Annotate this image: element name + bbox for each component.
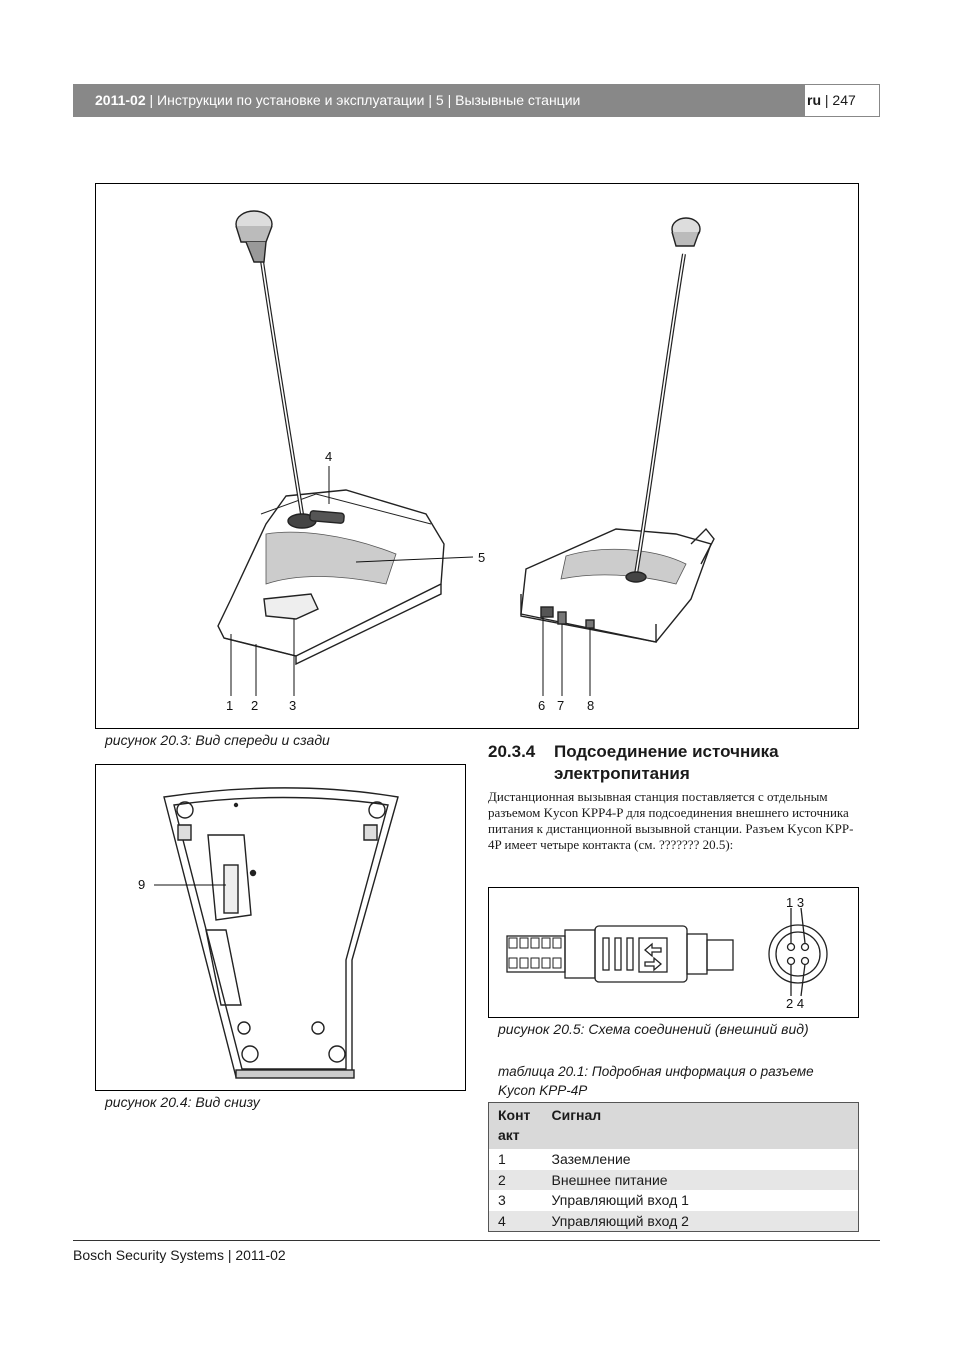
header-signal: Сигнал <box>542 1102 859 1149</box>
header-lang: ru <box>807 92 821 108</box>
section-body: Дистанционная вызывная станция поставляе… <box>488 789 854 852</box>
table-row: 1 Заземление <box>489 1149 859 1170</box>
pin-labels-top: 1 3 <box>786 895 804 910</box>
callout-2: 2 <box>251 698 258 713</box>
table-row: 2 Внешнее питание <box>488 1169 859 1190</box>
section-title-line1: Подсоединение источника <box>554 742 779 761</box>
callout-4: 4 <box>325 449 332 464</box>
figure3-caption: рисунок 20.5: Схема соединений (внешний … <box>498 1021 809 1037</box>
cell-signal: Внешнее питание <box>542 1169 859 1190</box>
figure1-caption: рисунок 20.3: Вид спереди и сзади <box>105 732 330 748</box>
footer-divider <box>73 1240 880 1241</box>
section-number: 20.3.4 <box>488 742 536 761</box>
header-date: 2011-02 <box>95 92 146 108</box>
header-page-box: ru | 247 <box>804 84 880 117</box>
cell-contact: 2 <box>488 1169 543 1190</box>
figure-front-back: 1 2 3 4 5 6 7 8 <box>95 183 859 729</box>
callout-8: 8 <box>587 698 594 713</box>
table-caption-line2: Kycon KPP-4P <box>498 1083 588 1098</box>
cell-signal: Заземление <box>551 1151 631 1167</box>
table-header-row: Конт акт Сигнал <box>488 1102 859 1149</box>
figure-bottom-view: 9 <box>95 764 466 1091</box>
table-caption-line1: таблица 20.1: Подробная информация о раз… <box>498 1064 814 1079</box>
callout-7: 7 <box>557 698 564 713</box>
cell-signal: Управляющий вход 1 <box>551 1192 689 1208</box>
table-row: 3 Управляющий вход 1 <box>489 1190 859 1211</box>
callout-1: 1 <box>226 698 233 713</box>
header-contact: Конт акт <box>488 1102 543 1149</box>
cell-contact: 3 <box>498 1192 506 1208</box>
header-title: 2011-02 | Инструкции по установке и эксп… <box>73 84 804 117</box>
cell-contact: 1 <box>498 1151 506 1167</box>
connector-drawing: 1 3 2 4 <box>506 895 828 1011</box>
figure2-caption: рисунок 20.4: Вид снизу <box>105 1094 260 1110</box>
callout-9: 9 <box>138 877 145 892</box>
figure-connector: 1 3 2 4 <box>488 887 859 1018</box>
table-row: 4 Управляющий вход 2 <box>488 1210 859 1232</box>
device-bottom-drawing: 9 <box>138 787 399 1079</box>
callout-6: 6 <box>538 698 545 713</box>
header-page-number: | 247 <box>821 92 856 108</box>
cell-signal: Управляющий вход 2 <box>542 1210 859 1232</box>
header-rest: | Инструкции по установке и эксплуатации… <box>145 92 581 108</box>
section-heading: 20.3.4 Подсоединение источника электропит… <box>488 741 779 785</box>
cell-contact: 4 <box>488 1210 543 1232</box>
section-title-line2: электропитания <box>554 764 690 783</box>
pin-labels-bottom: 2 4 <box>786 996 804 1011</box>
page-header: 2011-02 | Инструкции по установке и эксп… <box>73 84 880 117</box>
footer-text: Bosch Security Systems | 2011-02 <box>73 1247 286 1263</box>
callout-5: 5 <box>478 550 485 565</box>
device-front-back-drawing: 1 2 3 4 5 6 7 8 <box>217 210 715 713</box>
connector-pin-table: Конт акт Сигнал 1 Заземление 2 Внешнее п… <box>488 1102 859 1232</box>
callout-3: 3 <box>289 698 296 713</box>
